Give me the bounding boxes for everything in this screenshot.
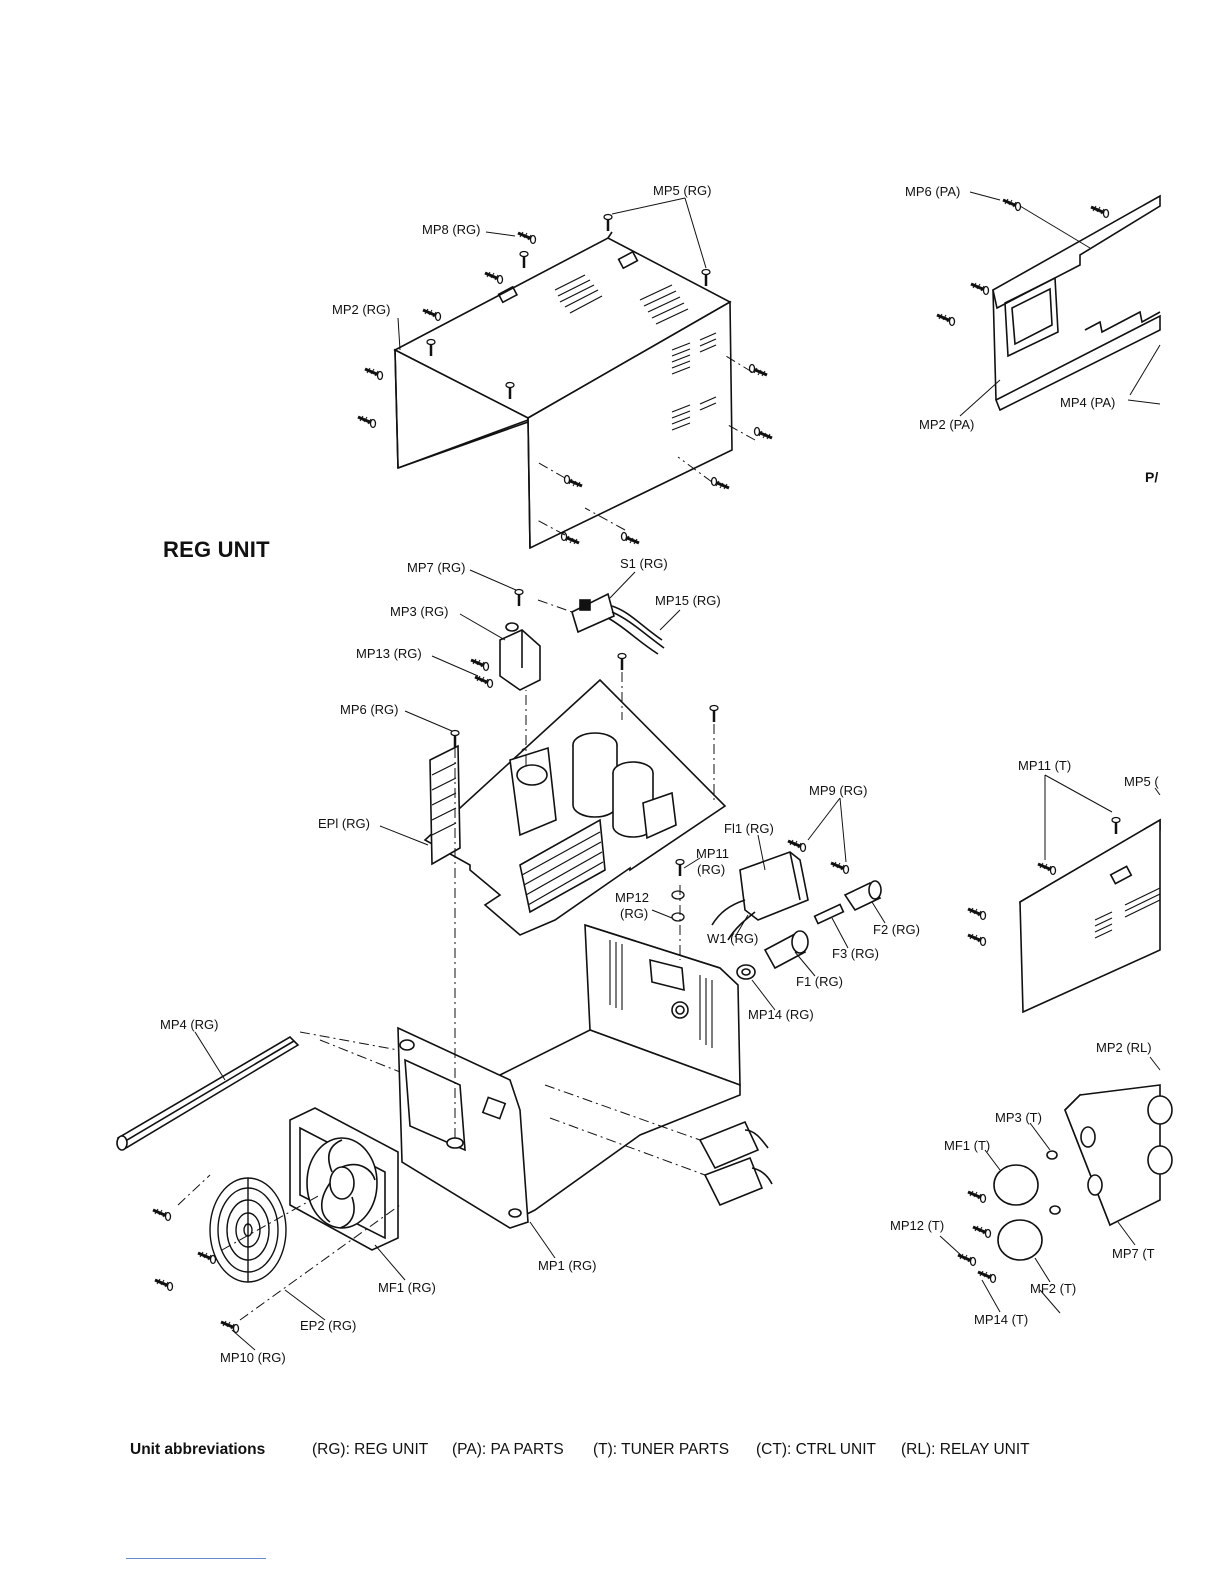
top-cover — [393, 231, 733, 550]
label-mf1-t: MF1 (T) — [944, 1138, 991, 1153]
footer-item-ct: (CT): CTRL UNIT — [756, 1441, 876, 1458]
label-mp4-pa: MP4 (PA) — [1060, 395, 1116, 410]
pcb-ep1 — [423, 678, 727, 936]
tuner-plate — [993, 1084, 1173, 1261]
chassis-mp1 — [397, 923, 773, 1229]
label-mp7-rg: MP7 (RG) — [407, 560, 466, 575]
pa-screws — [935, 197, 1110, 327]
label-mp2-rg: MP2 (RG) — [332, 302, 391, 317]
label-mp3-rg: MP3 (RG) — [390, 604, 449, 619]
label-mp8-rg: MP8 (RG) — [422, 222, 481, 237]
label-mf1-rg: MF1 (RG) — [378, 1280, 436, 1295]
label-mp10-rg: MP10 (RG) — [220, 1350, 286, 1365]
rod-mp4 — [116, 1035, 300, 1151]
label-mp2-rl: MP2 (RL) — [1096, 1040, 1152, 1055]
label-mp2-pa: MP2 (PA) — [919, 417, 975, 432]
label-mp12-rg-2: (RG) — [620, 906, 649, 921]
label-mp6-rg: MP6 (RG) — [340, 702, 399, 717]
tuner-plate-screws — [956, 1189, 997, 1284]
label-mp11-rg-2: (RG) — [697, 862, 726, 877]
bottom-rule — [126, 1558, 266, 1559]
label-mp4-rg: MP4 (RG) — [160, 1017, 219, 1032]
reg-leader-lines — [194, 197, 1061, 1351]
footer-item-t: (T): TUNER PARTS — [593, 1441, 730, 1458]
label-s1-rg: S1 (RG) — [620, 556, 668, 571]
label-ep1-rg: EPl (RG) — [318, 816, 370, 831]
label-mp12-rg-1: MP12 — [615, 890, 649, 905]
filter-fi1 — [711, 851, 809, 941]
section-title: REG UNIT — [163, 537, 270, 562]
label-ep2-rg: EP2 (RG) — [300, 1318, 357, 1333]
reg-dash-lines — [177, 355, 756, 1321]
label-mp14-rg: MP14 (RG) — [748, 1007, 814, 1022]
label-mf2-t: MF2 (T) — [1030, 1281, 1077, 1296]
switch-s1 — [571, 592, 665, 655]
label-mp11-t: MP11 (T) — [1018, 758, 1072, 773]
label-pa-title-partial: P/ — [1145, 469, 1159, 485]
label-w1-rg: W1 (RG) — [707, 931, 759, 946]
fan-screws — [151, 1207, 240, 1334]
fan-mf1 — [289, 1107, 399, 1251]
label-mp7-t-partial: MP7 (T — [1112, 1246, 1155, 1261]
label-mp12-t: MP12 (T) — [890, 1218, 945, 1233]
pa-leader-lines — [959, 191, 1161, 417]
footer-item-pa: (PA): PA PARTS — [452, 1441, 564, 1458]
mp3-bracket — [499, 622, 541, 691]
footer-item-rg: (RG): REG UNIT — [312, 1441, 429, 1458]
label-mp9-rg: MP9 (RG) — [809, 783, 868, 798]
label-mp3-t: MP3 (T) — [995, 1110, 1042, 1125]
tuner-leader-lines — [939, 774, 1161, 1313]
label-mp5-t-partial: MP5 ( — [1124, 774, 1159, 789]
fuse-screws — [671, 838, 850, 922]
label-f2-rg: F2 (RG) — [873, 922, 920, 937]
label-f3-rg: F3 (RG) — [832, 946, 879, 961]
label-mp6-pa: MP6 (PA) — [905, 184, 961, 199]
fuse-holders — [736, 880, 882, 980]
fan-guard-ep2 — [209, 1177, 287, 1283]
label-mp11-rg-1: MP11 — [696, 846, 729, 861]
label-f1-rg: F1 (RG) — [796, 974, 843, 989]
pa-bracket — [992, 194, 1161, 412]
label-mp1-rg: MP1 (RG) — [538, 1258, 597, 1273]
label-mp13-rg: MP13 (RG) — [356, 646, 422, 661]
label-mp14-t: MP14 (T) — [974, 1312, 1029, 1327]
label-mp5-rg: MP5 (RG) — [653, 183, 712, 198]
label-mp15-rg: MP15 (RG) — [655, 593, 721, 608]
footer-heading: Unit abbreviations — [130, 1441, 266, 1458]
label-fi1-rg: Fl1 (RG) — [724, 821, 774, 836]
tuner-cover — [1019, 818, 1161, 1014]
footer-item-rl: (RL): RELAY UNIT — [901, 1441, 1030, 1458]
